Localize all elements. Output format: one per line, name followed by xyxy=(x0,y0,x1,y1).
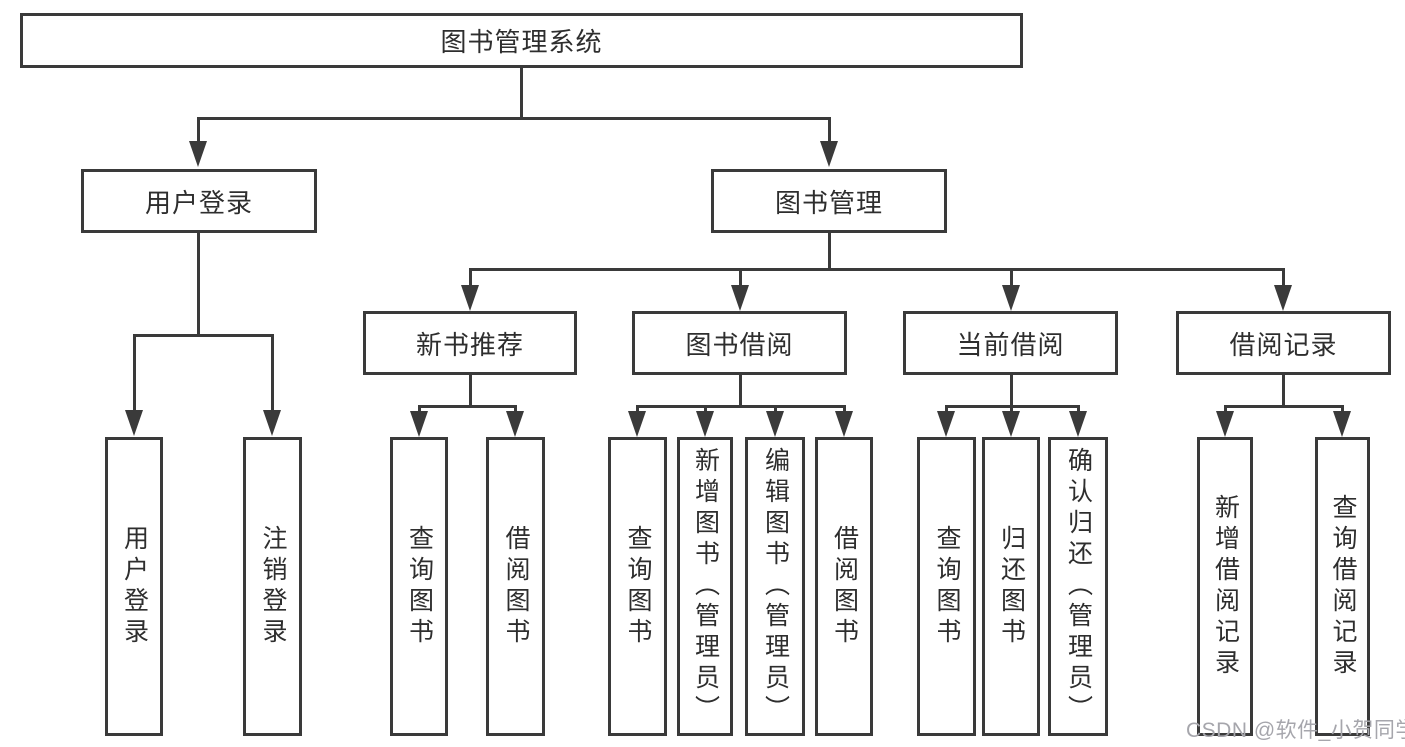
node-book-borrowing-label: 图书借阅 xyxy=(685,329,794,360)
connector-line xyxy=(1224,405,1344,408)
node-user-login-label: 用户登录 xyxy=(144,187,253,218)
node-root: 图书管理系统 xyxy=(20,13,1023,68)
leaf-br-add-record-label: 新增借阅记录 xyxy=(1211,493,1240,680)
leaf-cb-return-book-label: 归还图书 xyxy=(997,524,1026,649)
node-book-borrowing: 图书借阅 xyxy=(632,311,847,375)
leaf-cb-query-book: 查询图书 xyxy=(917,437,976,736)
leaf-nb-query-book-label: 查询图书 xyxy=(405,524,434,649)
node-current-borrowing-label: 当前借阅 xyxy=(956,329,1065,360)
arrow-down-icon xyxy=(125,410,143,436)
leaf-user-login-label: 用户登录 xyxy=(120,524,149,649)
arrow-down-icon xyxy=(731,285,749,311)
connector-line xyxy=(1224,405,1227,415)
arrow-down-icon xyxy=(1274,285,1292,311)
arrow-down-icon xyxy=(628,411,646,437)
connector-line xyxy=(197,117,200,144)
connector-line xyxy=(1010,375,1013,408)
connector-line xyxy=(828,117,831,144)
connector-line xyxy=(704,405,707,415)
connector-line xyxy=(514,405,517,415)
arrow-down-icon xyxy=(835,411,853,437)
arrow-down-icon xyxy=(1002,411,1020,437)
arrow-down-icon xyxy=(696,411,714,437)
arrow-down-icon xyxy=(1069,411,1087,437)
arrow-down-icon xyxy=(1333,411,1351,437)
connector-line xyxy=(1341,405,1344,415)
connector-line xyxy=(1282,268,1285,290)
leaf-bb-borrow-book-label: 借阅图书 xyxy=(830,524,859,649)
connector-line xyxy=(1282,375,1285,408)
node-borrowing-records-label: 借阅记录 xyxy=(1229,329,1338,360)
connector-line xyxy=(636,405,846,408)
leaf-bb-query-book: 查询图书 xyxy=(608,437,667,736)
connector-line xyxy=(739,268,742,290)
node-new-book-recommend: 新书推荐 xyxy=(363,311,577,375)
connector-line xyxy=(828,233,831,271)
node-borrowing-records: 借阅记录 xyxy=(1176,311,1391,375)
connector-line xyxy=(945,405,948,415)
connector-line xyxy=(197,233,200,337)
leaf-cb-query-book-label: 查询图书 xyxy=(933,524,961,649)
leaf-user-login: 用户登录 xyxy=(105,437,163,736)
leaf-br-query-record-label: 查询借阅记录 xyxy=(1329,493,1357,680)
connector-line xyxy=(1010,405,1013,415)
arrow-down-icon xyxy=(1002,285,1020,311)
leaf-bb-query-book-label: 查询图书 xyxy=(624,524,652,649)
arrow-down-icon xyxy=(461,285,479,311)
leaf-br-add-record: 新增借阅记录 xyxy=(1197,437,1253,736)
arrow-down-icon xyxy=(410,411,428,437)
leaf-bb-edit-book-admin-label: 编辑图书（管理员） xyxy=(761,447,790,726)
csdn-watermark: CSDN @软件_小贺同学 xyxy=(1186,719,1405,742)
connector-line xyxy=(469,268,472,290)
leaf-br-query-record: 查询借阅记录 xyxy=(1315,437,1370,736)
leaf-cb-return-book: 归还图书 xyxy=(982,437,1040,736)
leaf-bb-edit-book-admin: 编辑图书（管理员） xyxy=(745,437,805,736)
connector-line xyxy=(636,405,639,415)
leaf-nb-query-book: 查询图书 xyxy=(390,437,448,736)
leaf-logout: 注销登录 xyxy=(243,437,302,736)
leaf-bb-add-book-admin-label: 新增图书（管理员） xyxy=(691,447,720,726)
connector-line xyxy=(197,117,831,120)
connector-line xyxy=(133,334,136,412)
connector-line xyxy=(133,334,274,337)
connector-line xyxy=(418,405,517,408)
leaf-nb-borrow-book-label: 借阅图书 xyxy=(502,524,530,649)
leaf-bb-borrow-book: 借阅图书 xyxy=(815,437,873,736)
arrow-down-icon xyxy=(506,411,524,437)
connector-line xyxy=(418,405,421,415)
connector-line xyxy=(469,375,472,408)
arrow-down-icon xyxy=(1216,411,1234,437)
connector-line xyxy=(271,334,274,412)
leaf-logout-label: 注销登录 xyxy=(259,524,287,649)
arrow-down-icon xyxy=(766,411,784,437)
node-user-login: 用户登录 xyxy=(81,169,317,233)
node-root-label: 图书管理系统 xyxy=(440,27,603,57)
connector-line xyxy=(520,68,523,120)
node-book-management: 图书管理 xyxy=(711,169,947,233)
connector-line xyxy=(469,268,1285,271)
arrow-down-icon xyxy=(263,410,281,436)
arrow-down-icon xyxy=(820,141,838,167)
connector-line xyxy=(774,405,777,415)
leaf-cb-confirm-return-admin-label: 确认归还（管理员） xyxy=(1064,447,1093,726)
node-current-borrowing: 当前借阅 xyxy=(903,311,1118,375)
connector-line xyxy=(1010,268,1013,290)
connector-line xyxy=(1077,405,1080,415)
connector-line xyxy=(843,405,846,415)
leaf-nb-borrow-book: 借阅图书 xyxy=(486,437,545,736)
leaf-bb-add-book-admin: 新增图书（管理员） xyxy=(677,437,733,736)
node-book-management-label: 图书管理 xyxy=(774,187,883,218)
arrow-down-icon xyxy=(189,141,207,167)
connector-line xyxy=(739,375,742,408)
node-new-book-recommend-label: 新书推荐 xyxy=(415,329,524,360)
arrow-down-icon xyxy=(937,411,955,437)
leaf-cb-confirm-return-admin: 确认归还（管理员） xyxy=(1048,437,1108,736)
